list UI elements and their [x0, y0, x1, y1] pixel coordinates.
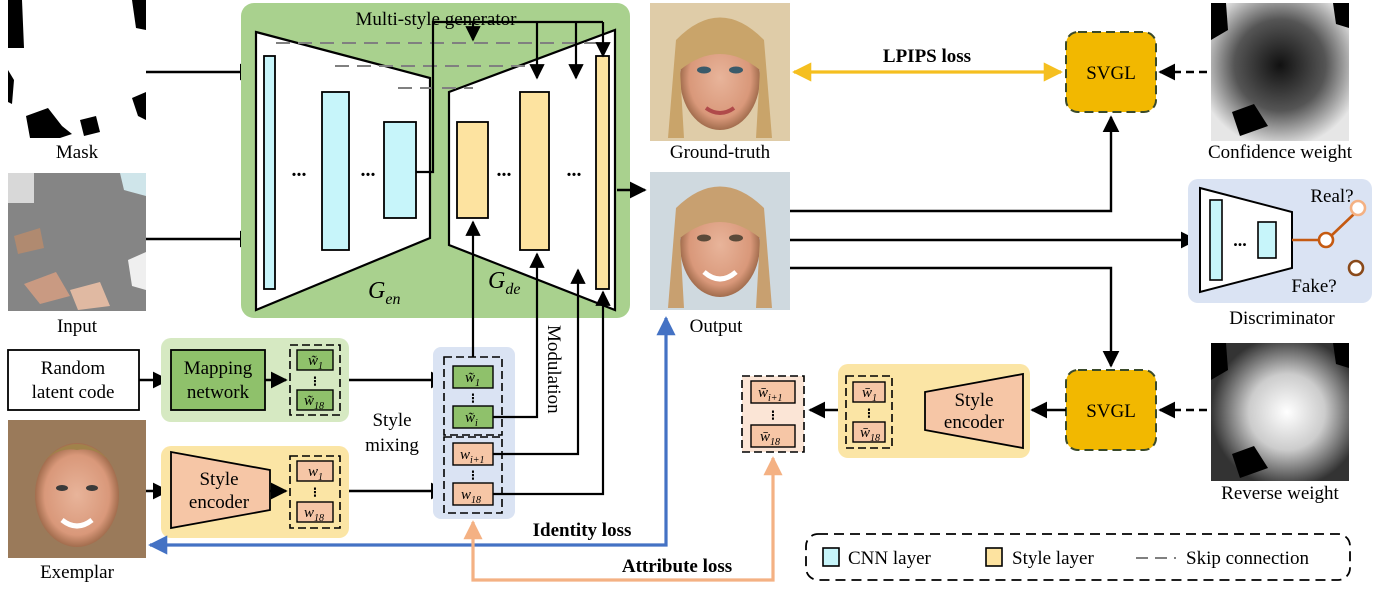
- style-encoder-right-vector: [845, 375, 893, 449]
- encoder-label: Gen: [368, 278, 400, 308]
- disc-real-label: Real?: [1310, 186, 1353, 207]
- random-latent-line2: latent code: [32, 382, 115, 403]
- discriminator-caption: Discriminator: [1229, 308, 1335, 329]
- style-mixing-line2: mixing: [365, 435, 419, 456]
- svgl-top-label: SVGL: [1086, 63, 1136, 84]
- style-mixing-line1: Style: [372, 410, 411, 431]
- legend-style-label: Style layer: [1012, 548, 1094, 569]
- output-wiring: [790, 115, 1198, 368]
- reverse-weight-image: [1211, 343, 1349, 481]
- attribute-loss-arrow: [463, 456, 783, 582]
- modulation-label: Modulation: [543, 325, 564, 414]
- attribute-loss-label: Attribute loss: [622, 556, 732, 577]
- discriminator-switch: [1292, 199, 1367, 277]
- exemplar-image: [8, 420, 146, 558]
- style-encoder-right-trapezoid: [924, 372, 1024, 450]
- style-encoder-right-line2: encoder: [944, 412, 1005, 433]
- mask-caption: Mask: [56, 142, 99, 163]
- output-caption: Output: [690, 316, 744, 337]
- vector-dots-mix-bottom: ⁝: [471, 469, 475, 484]
- vector-dots-map: ⁝: [313, 375, 317, 390]
- ground-truth-caption: Ground-truth: [670, 142, 771, 163]
- style-encoder-left-line1: Style: [199, 469, 238, 490]
- output-image: [650, 172, 790, 310]
- identity-loss-label: Identity loss: [533, 520, 632, 541]
- legend-box: [805, 533, 1351, 581]
- legend-cnn-label: CNN layer: [848, 548, 932, 569]
- confidence-weight-image: [1211, 3, 1349, 141]
- style-encoder-right-line1: Style: [954, 390, 993, 411]
- disc-cnn-layer-2: [1257, 221, 1277, 259]
- svgl-bottom-label: SVGL: [1086, 401, 1136, 422]
- identity-loss-arrow: [148, 316, 676, 555]
- cnn-layer-enc-2: [321, 91, 350, 251]
- input-image: [8, 173, 146, 311]
- reverse-weight-caption: Reverse weight: [1221, 483, 1339, 504]
- random-latent-line1: Random: [41, 358, 106, 379]
- svgl-top-box: [1065, 31, 1157, 113]
- legend-skip-label: Skip connection: [1186, 548, 1309, 569]
- decoder-label: Gde: [488, 268, 520, 298]
- vector-dots-pred: ⁝: [771, 409, 775, 424]
- disc-cnn-layer-1: [1209, 199, 1223, 281]
- w-bar-18-box: [852, 421, 886, 443]
- discriminator-trapezoid: [1199, 186, 1293, 294]
- pred-w-i1-box: [750, 380, 796, 404]
- style-layer-dec-1: [456, 121, 489, 219]
- decoder-ellipsis-1: ...: [497, 159, 512, 181]
- vector-dots-right-enc: ⁝: [867, 407, 871, 422]
- random-latent-box: [7, 349, 140, 411]
- legend-cnn-swatch: [822, 547, 840, 567]
- lpips-loss-label: LPIPS loss: [883, 46, 971, 67]
- exemplar-caption: Exemplar: [40, 562, 115, 583]
- style-layer-dec-3: [595, 55, 610, 290]
- ground-truth-image: [650, 3, 790, 141]
- legend-style-swatch: [985, 547, 1003, 567]
- disc-ellipsis: ...: [1233, 230, 1247, 250]
- w-bar-1-label: w̄1: [862, 385, 877, 404]
- pred-w-i1-label: w̄i+1: [758, 385, 783, 404]
- encoder-ellipsis-2: ...: [361, 159, 376, 181]
- encoder-ellipsis-1: ...: [292, 159, 307, 181]
- bottleneck-wiring: [416, 20, 611, 174]
- cnn-layer-enc-1: [263, 55, 276, 290]
- confidence-weight-caption: Confidence weight: [1208, 142, 1353, 163]
- mapping-network-line1: Mapping: [184, 358, 253, 379]
- input-caption: Input: [57, 316, 98, 337]
- style-layer-dec-2: [519, 91, 550, 251]
- pred-w-18-label: w̄18: [760, 429, 780, 448]
- cnn-layer-enc-3: [383, 121, 417, 219]
- mapping-network-line2: network: [187, 382, 250, 403]
- decoder-ellipsis-2: ...: [567, 159, 582, 181]
- mask-image: [8, 0, 146, 138]
- disc-fake-label: Fake?: [1291, 276, 1336, 297]
- vector-dots-enc: ⁝: [313, 486, 317, 501]
- w-bar-18-label: w̄18: [860, 425, 880, 444]
- generator-title: Multi-style generator: [356, 9, 518, 30]
- w-bar-1-box: [852, 381, 886, 403]
- style-encoder-left-line2: encoder: [189, 492, 250, 513]
- vector-dots-mix-top: ⁝: [471, 392, 475, 407]
- pred-w-18-box: [750, 424, 796, 448]
